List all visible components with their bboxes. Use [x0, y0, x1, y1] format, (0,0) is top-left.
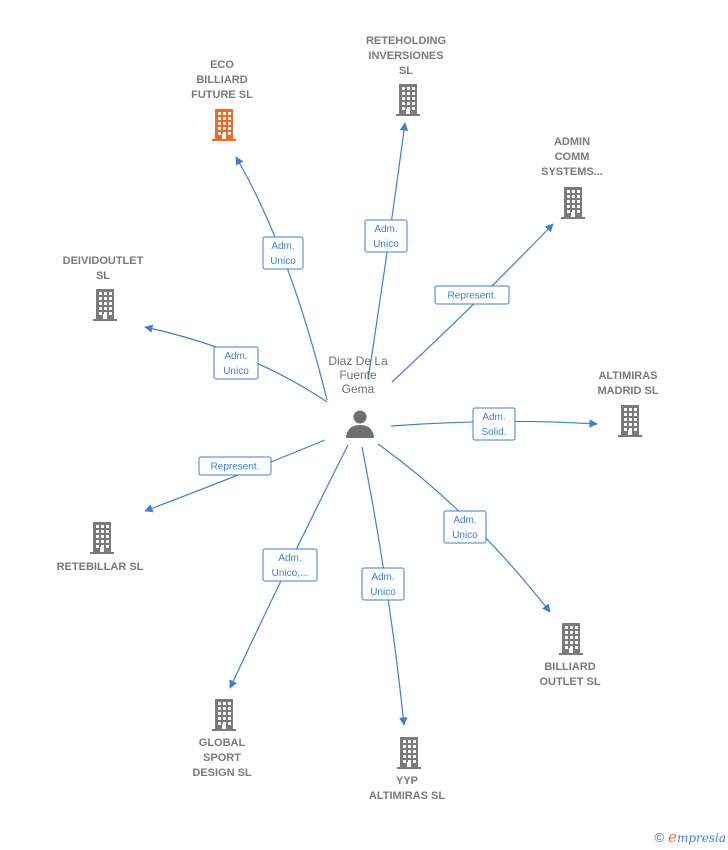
- company-node-eco[interactable]: ECO BILLIARD FUTURE SL: [191, 59, 253, 141]
- role-label-line: Unico: [223, 366, 249, 377]
- company-label-line: SPORT: [203, 752, 241, 764]
- company-node-reteholding[interactable]: RETEHOLDING INVERSIONES SL: [366, 35, 446, 116]
- company-node-yyp[interactable]: YYP ALTIMIRAS SL: [369, 737, 445, 802]
- company-label-line: INVERSIONES: [368, 50, 443, 62]
- company-node-altimiras[interactable]: ALTIMIRAS MADRID SL: [597, 370, 659, 437]
- company-label-line: RETEBILLAR SL: [57, 561, 144, 573]
- company-label-line: BILLIARD: [196, 74, 247, 86]
- role-label-line: Solid.: [481, 427, 506, 438]
- role-label-line: Unico: [452, 530, 478, 541]
- person-name-line: Gema: [342, 382, 375, 396]
- role-badge-yyp[interactable]: Adm. Unico: [361, 567, 405, 601]
- edges-layer: [144, 122, 598, 726]
- company-label-line: ADMIN: [554, 136, 590, 148]
- role-label-line: Unico: [373, 239, 399, 250]
- role-badge-billiard[interactable]: Adm. Unico: [443, 510, 487, 544]
- role-label-line: Adm.: [453, 515, 476, 526]
- company-node-admin[interactable]: ADMIN COMM SYSTEMS...: [541, 136, 603, 219]
- person-icon[interactable]: [346, 410, 374, 439]
- role-badge-retebillar[interactable]: Represent.: [198, 456, 272, 476]
- copyright-icon: ©: [654, 829, 665, 845]
- role-label-line: Adm.: [271, 241, 294, 252]
- company-node-retebillar[interactable]: RETEBILLAR SL: [57, 522, 144, 573]
- role-label-line: Adm.: [278, 553, 301, 564]
- role-label-line: Unico,...: [272, 568, 309, 579]
- company-label-line: GLOBAL: [199, 737, 246, 749]
- role-badge-eco[interactable]: Adm. Unico: [262, 236, 304, 270]
- building-icon[interactable]: [90, 522, 114, 554]
- person-name-line: Fuente: [339, 368, 377, 382]
- footer-credit: © empresia: [654, 828, 726, 846]
- company-node-billiard[interactable]: BILLIARD OUTLET SL: [539, 623, 601, 688]
- brand-logo-text: mpresia: [676, 831, 726, 845]
- role-badge-altimiras[interactable]: Adm. Solid.: [472, 407, 516, 441]
- building-icon[interactable]: [396, 84, 420, 116]
- building-icon[interactable]: [559, 623, 583, 655]
- company-label-line: DESIGN SL: [192, 767, 252, 779]
- role-label-line: Unico: [370, 587, 396, 598]
- nodes-layer: ECO BILLIARD FUTURE SL RETEHOLDING INVERSION…: [57, 35, 659, 802]
- role-badge-deivid[interactable]: Adm. Unico: [213, 346, 259, 380]
- role-label-line: Represent.: [211, 462, 260, 473]
- role-label-line: Represent.: [448, 291, 497, 302]
- company-node-deivid[interactable]: DEIVIDOUTLET SL: [63, 255, 144, 321]
- role-label-line: Adm.: [224, 351, 247, 362]
- company-label-line: SL: [96, 270, 110, 282]
- role-label-line: Adm.: [371, 572, 394, 583]
- building-icon[interactable]: [93, 289, 117, 321]
- role-badge-admin[interactable]: Represent.: [434, 285, 510, 305]
- company-label-line: COMM: [555, 151, 590, 163]
- company-label-line: ALTIMIRAS: [598, 370, 657, 382]
- building-icon[interactable]: [561, 187, 585, 219]
- building-icon[interactable]: [618, 405, 642, 437]
- company-label-line: OUTLET SL: [539, 676, 600, 688]
- company-label-line: MADRID SL: [597, 385, 658, 397]
- company-node-global[interactable]: GLOBAL SPORT DESIGN SL: [192, 699, 252, 779]
- company-label-line: ALTIMIRAS SL: [369, 790, 445, 802]
- role-badge-reteholding[interactable]: Adm. Unico: [364, 219, 408, 253]
- company-label-line: BILLIARD: [544, 661, 595, 673]
- brand-logo-initial: e: [668, 828, 677, 846]
- brand-logo[interactable]: empresia: [668, 828, 726, 846]
- company-label-line: ECO: [210, 59, 234, 71]
- role-label-line: Adm.: [374, 224, 397, 235]
- building-icon[interactable]: [397, 737, 421, 769]
- person-name-line: Diaz De La: [328, 354, 388, 368]
- building-icon[interactable]: [212, 109, 236, 141]
- company-label-line: DEIVIDOUTLET: [63, 255, 144, 267]
- role-label-line: Unico: [270, 256, 296, 267]
- role-badge-global[interactable]: Adm. Unico,...: [262, 548, 318, 582]
- roles-layer: Adm.UnicoAdm.UnicoRepresent.Adm.UnicoAdm…: [198, 219, 516, 601]
- company-label-line: RETEHOLDING: [366, 35, 446, 47]
- role-label-line: Adm.: [482, 412, 505, 423]
- building-icon[interactable]: [212, 699, 236, 731]
- company-label-line: YYP: [396, 775, 418, 787]
- company-label-line: FUTURE SL: [191, 89, 253, 101]
- company-label-line: SL: [399, 65, 413, 77]
- company-label-line: SYSTEMS...: [541, 166, 603, 178]
